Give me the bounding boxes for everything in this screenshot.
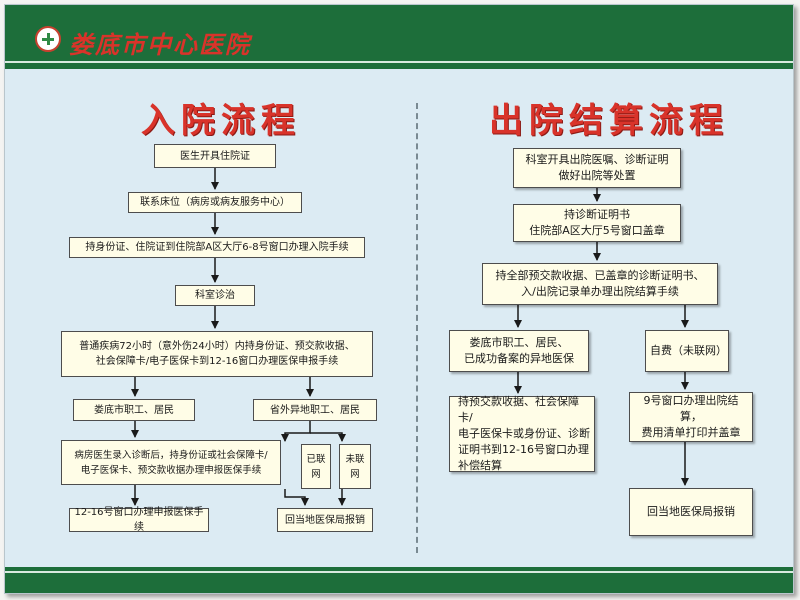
discharge-step-3: 持全部预交款收据、已盖章的诊断证明书、 入/出院记录单办理出院结算手续 [482, 263, 718, 305]
admission-step-5-text: 普通疾病72小时（意外伤24小时）内持身份证、预交款收据、 社会保障卡/电子医保… [79, 341, 355, 367]
discharge-step-5-selfpay: 9号窗口办理出院结算， 费用清单打印并盖章 [629, 392, 753, 442]
discharge-step-5-selfpay-text: 9号窗口办理出院结算， 费用清单打印并盖章 [641, 394, 741, 439]
admission-step-1: 医生开具住院证 [154, 144, 276, 168]
admission-not-networked: 未联网 [339, 444, 371, 489]
section-divider [416, 103, 418, 553]
admission-step-8-local: 12-16号窗口办理申报医保手续 [69, 507, 209, 533]
admission-step-7-local: 病房医生录入诊断后，持身份证或社会保障卡/ 电子医保卡、预交款收据办理申报医保手… [61, 440, 281, 485]
arrow-a9 [284, 489, 309, 506]
footer-stripe [5, 571, 793, 573]
arrow-a6-right-a [281, 421, 311, 442]
discharge-title: 出院结算流程 [489, 101, 729, 141]
header-bar: 娄底市中心医院 [5, 5, 793, 69]
poster-board: 娄底市中心医院 入院流程 出院结算流程 [4, 4, 794, 594]
admission-step-3: 持身份证、住院证到住院部A区大厅6-8号窗口办理入院手续 [69, 237, 365, 258]
hospital-logo-icon [35, 26, 61, 52]
discharge-step-1-text: 科室开具出院医嘱、诊断证明 做好出院等处置 [525, 153, 669, 182]
admission-networked: 已联网 [301, 444, 331, 489]
discharge-step-5-insured: 持预交款收据、社会保障卡/ 电子医保卡或身份证、诊断 证明书到12-16号窗口办… [449, 395, 595, 472]
discharge-selfpay-branch: 自费（未联网） [645, 330, 729, 372]
discharge-step-1: 科室开具出院医嘱、诊断证明 做好出院等处置 [513, 148, 681, 188]
admission-step-8-reimburse: 回当地医保局报销 [277, 508, 373, 532]
admission-step-7-local-text: 病房医生录入诊断后，持身份证或社会保障卡/ 电子医保卡、预交款收据办理申报医保手… [74, 449, 268, 476]
admission-local-branch: 娄底市职工、居民 [73, 399, 195, 421]
arrow-a6-right-b [310, 432, 346, 442]
discharge-step-6-reimburse: 回当地医保局报销 [629, 488, 753, 536]
admission-step-5: 普通疾病72小时（意外伤24小时）内持身份证、预交款收据、 社会保障卡/电子医保… [61, 331, 373, 377]
discharge-step-2-text: 持诊断证明书 住院部A区大厅5号窗口盖章 [529, 208, 665, 237]
discharge-insured-branch: 娄底市职工、居民、 已成功备案的异地医保 [449, 330, 589, 372]
header-stripe [5, 61, 793, 63]
admission-step-2: 联系床位（病房或病友服务中心） [128, 192, 302, 213]
admission-title: 入院流程 [141, 101, 301, 141]
admission-nonlocal-branch: 省外异地职工、居民 [253, 399, 377, 421]
discharge-insured-branch-text: 娄底市职工、居民、 已成功备案的异地医保 [464, 336, 574, 365]
admission-step-4: 科室诊治 [175, 285, 255, 306]
flow-arrows [131, 168, 689, 506]
footer-bar [5, 567, 793, 593]
discharge-step-2: 持诊断证明书 住院部A区大厅5号窗口盖章 [513, 204, 681, 242]
discharge-step-5-insured-text: 持预交款收据、社会保障卡/ 电子医保卡或身份证、诊断 证明书到12-16号窗口办… [458, 395, 590, 472]
hospital-name: 娄底市中心医院 [69, 30, 251, 59]
discharge-step-3-text: 持全部预交款收据、已盖章的诊断证明书、 入/出院记录单办理出院结算手续 [495, 269, 705, 298]
